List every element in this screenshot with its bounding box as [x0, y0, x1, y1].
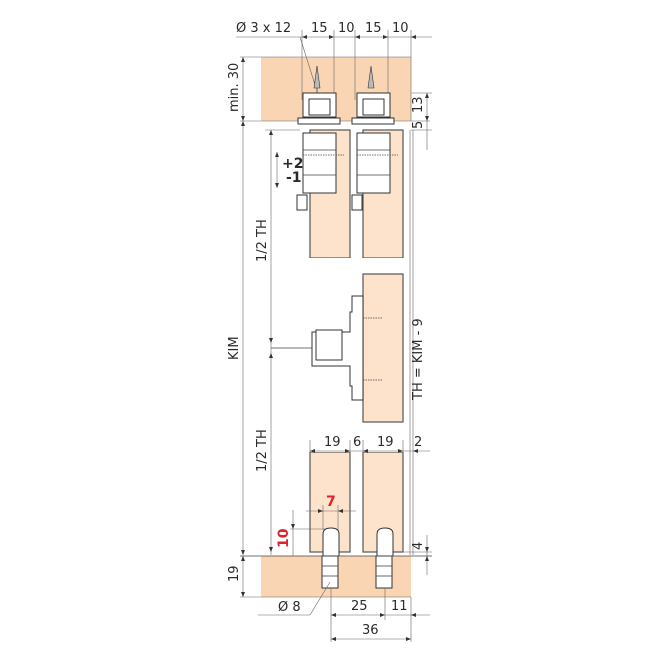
dim-6: 6	[353, 435, 361, 450]
dim-th-formula: TH = KIM - 9	[411, 318, 426, 401]
dim-min30: min. 30	[227, 63, 242, 112]
dim-4: 4	[411, 542, 426, 550]
hanger-left	[296, 132, 344, 211]
dim-25: 25	[351, 599, 368, 614]
dim-13: 13	[411, 96, 426, 113]
dim-11: 11	[391, 599, 408, 614]
dim-dia8: Ø 8	[278, 600, 301, 615]
dim-15-b: 15	[365, 21, 382, 36]
dim-19-a: 19	[324, 435, 341, 450]
adjust-plus: +2	[282, 156, 303, 172]
dim-19-b: 19	[377, 435, 394, 450]
adjust-minus: -1	[286, 170, 302, 186]
top-track-right	[351, 65, 395, 125]
dim-36: 36	[362, 623, 379, 638]
dim-half-th-lower: 1/2 TH	[255, 429, 270, 472]
dim-15-a: 15	[311, 21, 328, 36]
dim-red-10: 10	[276, 528, 292, 548]
dim-19-bottom: 19	[227, 565, 242, 582]
dim-screw: Ø 3 x 12	[236, 21, 291, 36]
door-panel-right-middle	[362, 273, 404, 423]
dim-half-th-upper: 1/2 TH	[255, 219, 270, 262]
dim-10-b: 10	[392, 21, 409, 36]
dim-red-7: 7	[326, 494, 336, 510]
dim-2: 2	[414, 435, 422, 450]
dim-5: 5	[411, 121, 426, 129]
dim-kim: KIM	[227, 336, 242, 360]
dim-10-a: 10	[338, 21, 355, 36]
center-guide	[311, 295, 382, 401]
top-track-left	[297, 65, 341, 125]
hanger-right	[351, 132, 398, 211]
